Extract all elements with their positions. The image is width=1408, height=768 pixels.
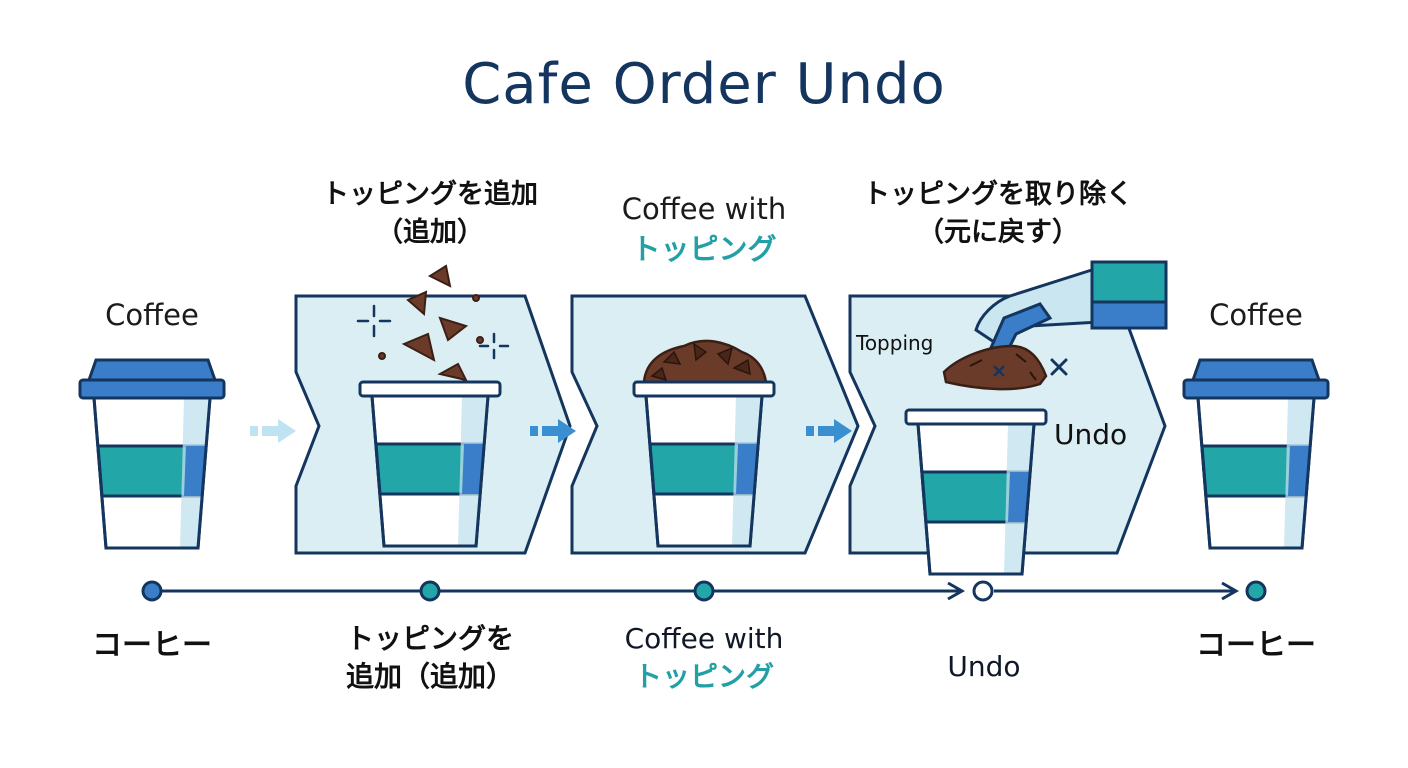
timeline-node-coffee-with-topping <box>693 580 715 602</box>
topping-cup-icon <box>358 380 502 548</box>
caption-coffee-end: Coffee <box>1209 298 1303 332</box>
caption-add-topping-line1: トッピングを追加 <box>322 179 538 210</box>
undo-hand-icon <box>974 260 1168 361</box>
caption-coffee-with-topping-line2: トッピング <box>631 232 777 266</box>
timeline-label-coffee-start: コーヒー <box>92 628 212 663</box>
topping-tag-label: Topping <box>856 331 934 355</box>
timeline-label-coffee-with-topping-line2: トッピング <box>633 660 774 693</box>
caption-add-topping: トッピングを追加 （追加） <box>280 176 580 252</box>
sparkle-icon <box>356 304 510 360</box>
caption-coffee-with-topping: Coffee with トッピング <box>564 192 844 268</box>
caption-remove-topping-line2: （元に戻す） <box>917 217 1079 248</box>
timeline-label-undo: Undo <box>947 650 1021 683</box>
caption-add-topping-line2: （追加） <box>376 217 484 248</box>
timeline-label-add-topping-line1: トッピングを <box>345 622 514 655</box>
timeline-node-coffee <box>141 580 163 602</box>
timeline-node-coffee-end <box>1245 580 1267 602</box>
timeline-label-add-topping: トッピングを 追加（追加） <box>300 620 560 696</box>
diagram-title: Cafe Order Undo <box>462 52 946 117</box>
caption-coffee-with-topping-line1: Coffee with <box>621 192 787 226</box>
flow-arrow-1 <box>250 419 296 443</box>
timeline-label-coffee-with-topping: Coffee with トッピング <box>564 620 844 696</box>
undone-cup-icon <box>904 408 1048 576</box>
caption-coffee-start: Coffee <box>105 298 199 332</box>
undo-cross-icon <box>1050 358 1068 376</box>
falling-toppings-icon <box>378 264 484 382</box>
coffee-cup-end-icon <box>1184 360 1328 548</box>
timeline-label-add-topping-line2: 追加（追加） <box>345 660 514 693</box>
undo-action-label: Undo <box>1054 418 1128 451</box>
timeline-label-coffee-with-topping-line1: Coffee with <box>624 622 784 655</box>
timeline-label-coffee-end: コーヒー <box>1196 628 1316 663</box>
flow-arrow-3 <box>806 419 852 443</box>
caption-remove-topping: トッピングを取り除く （元に戻す） <box>838 176 1158 252</box>
flow-arrow-2 <box>530 419 576 443</box>
timeline-node-undo <box>972 580 994 602</box>
timeline <box>160 581 1240 601</box>
coffee-with-topping-cup-icon <box>632 339 776 548</box>
timeline-node-add-topping <box>419 580 441 602</box>
removed-topping-lid-icon <box>942 344 1048 391</box>
caption-remove-topping-line1: トッピングを取り除く <box>863 179 1133 210</box>
coffee-cup-icon <box>80 360 224 548</box>
